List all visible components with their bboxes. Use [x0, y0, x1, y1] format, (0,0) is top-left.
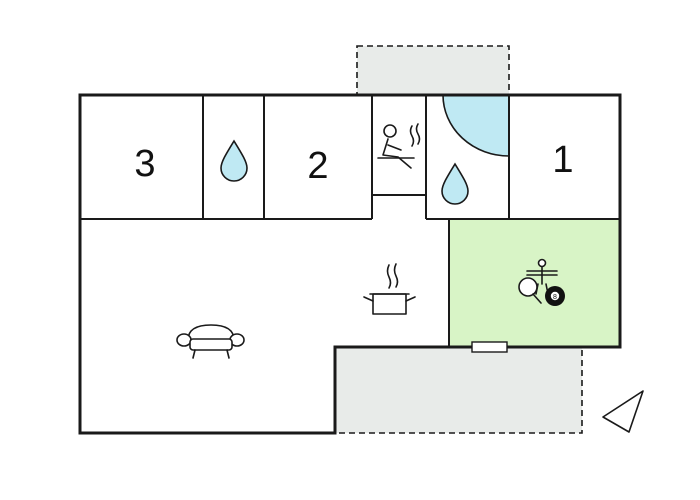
billiard-ball-number: 8 [553, 294, 557, 301]
outer-wall [78, 93, 622, 435]
room-number-3: 3 [134, 143, 155, 185]
sofa-icon [176, 324, 245, 359]
terrace-door [471, 341, 508, 353]
room-number-1: 1 [552, 139, 573, 181]
table-tennis-icon [518, 277, 542, 304]
outdoor-area-top [356, 45, 510, 96]
interior-walls [80, 95, 620, 347]
table-football-icon [526, 258, 558, 295]
water-drop-icon [441, 162, 469, 205]
cooking-pot-icon [363, 263, 416, 315]
outdoor-terrace [334, 346, 583, 434]
pool-icon [442, 94, 510, 157]
room-number-2: 2 [307, 145, 328, 187]
billiard-ball-icon: 8 [545, 286, 565, 306]
compass-arrow-icon [602, 390, 644, 433]
water-drop-icon [220, 139, 248, 182]
sauna-icon [377, 123, 421, 169]
